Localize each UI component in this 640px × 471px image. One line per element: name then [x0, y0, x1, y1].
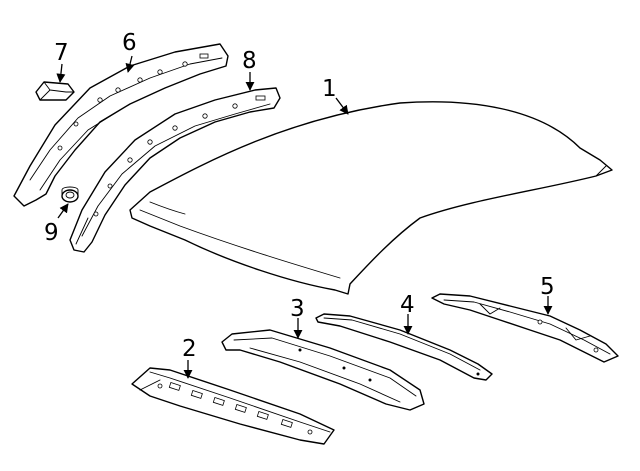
roof-rear-header[interactable] — [131, 367, 335, 445]
callout-9: 9 — [44, 220, 59, 246]
callout-6: 6 — [122, 30, 137, 56]
callout-3: 3 — [290, 296, 305, 322]
callout-8: 8 — [242, 48, 257, 74]
callout-5: 5 — [540, 274, 555, 300]
callout-4: 4 — [400, 292, 415, 318]
leader-lines — [56, 55, 553, 379]
roof-reinforcement[interactable] — [315, 313, 493, 381]
callout-7: 7 — [54, 40, 69, 66]
roof-bracket[interactable] — [35, 81, 75, 101]
roof-front-header[interactable] — [431, 293, 619, 363]
roof-clip[interactable] — [61, 186, 79, 203]
roof-panel[interactable] — [129, 101, 613, 295]
callout-1: 1 — [322, 76, 337, 102]
roof-bow[interactable] — [221, 329, 425, 411]
roof-side-rail[interactable] — [13, 43, 229, 207]
callout-2: 2 — [182, 336, 197, 362]
roof-side-outer-rail[interactable] — [69, 87, 281, 253]
